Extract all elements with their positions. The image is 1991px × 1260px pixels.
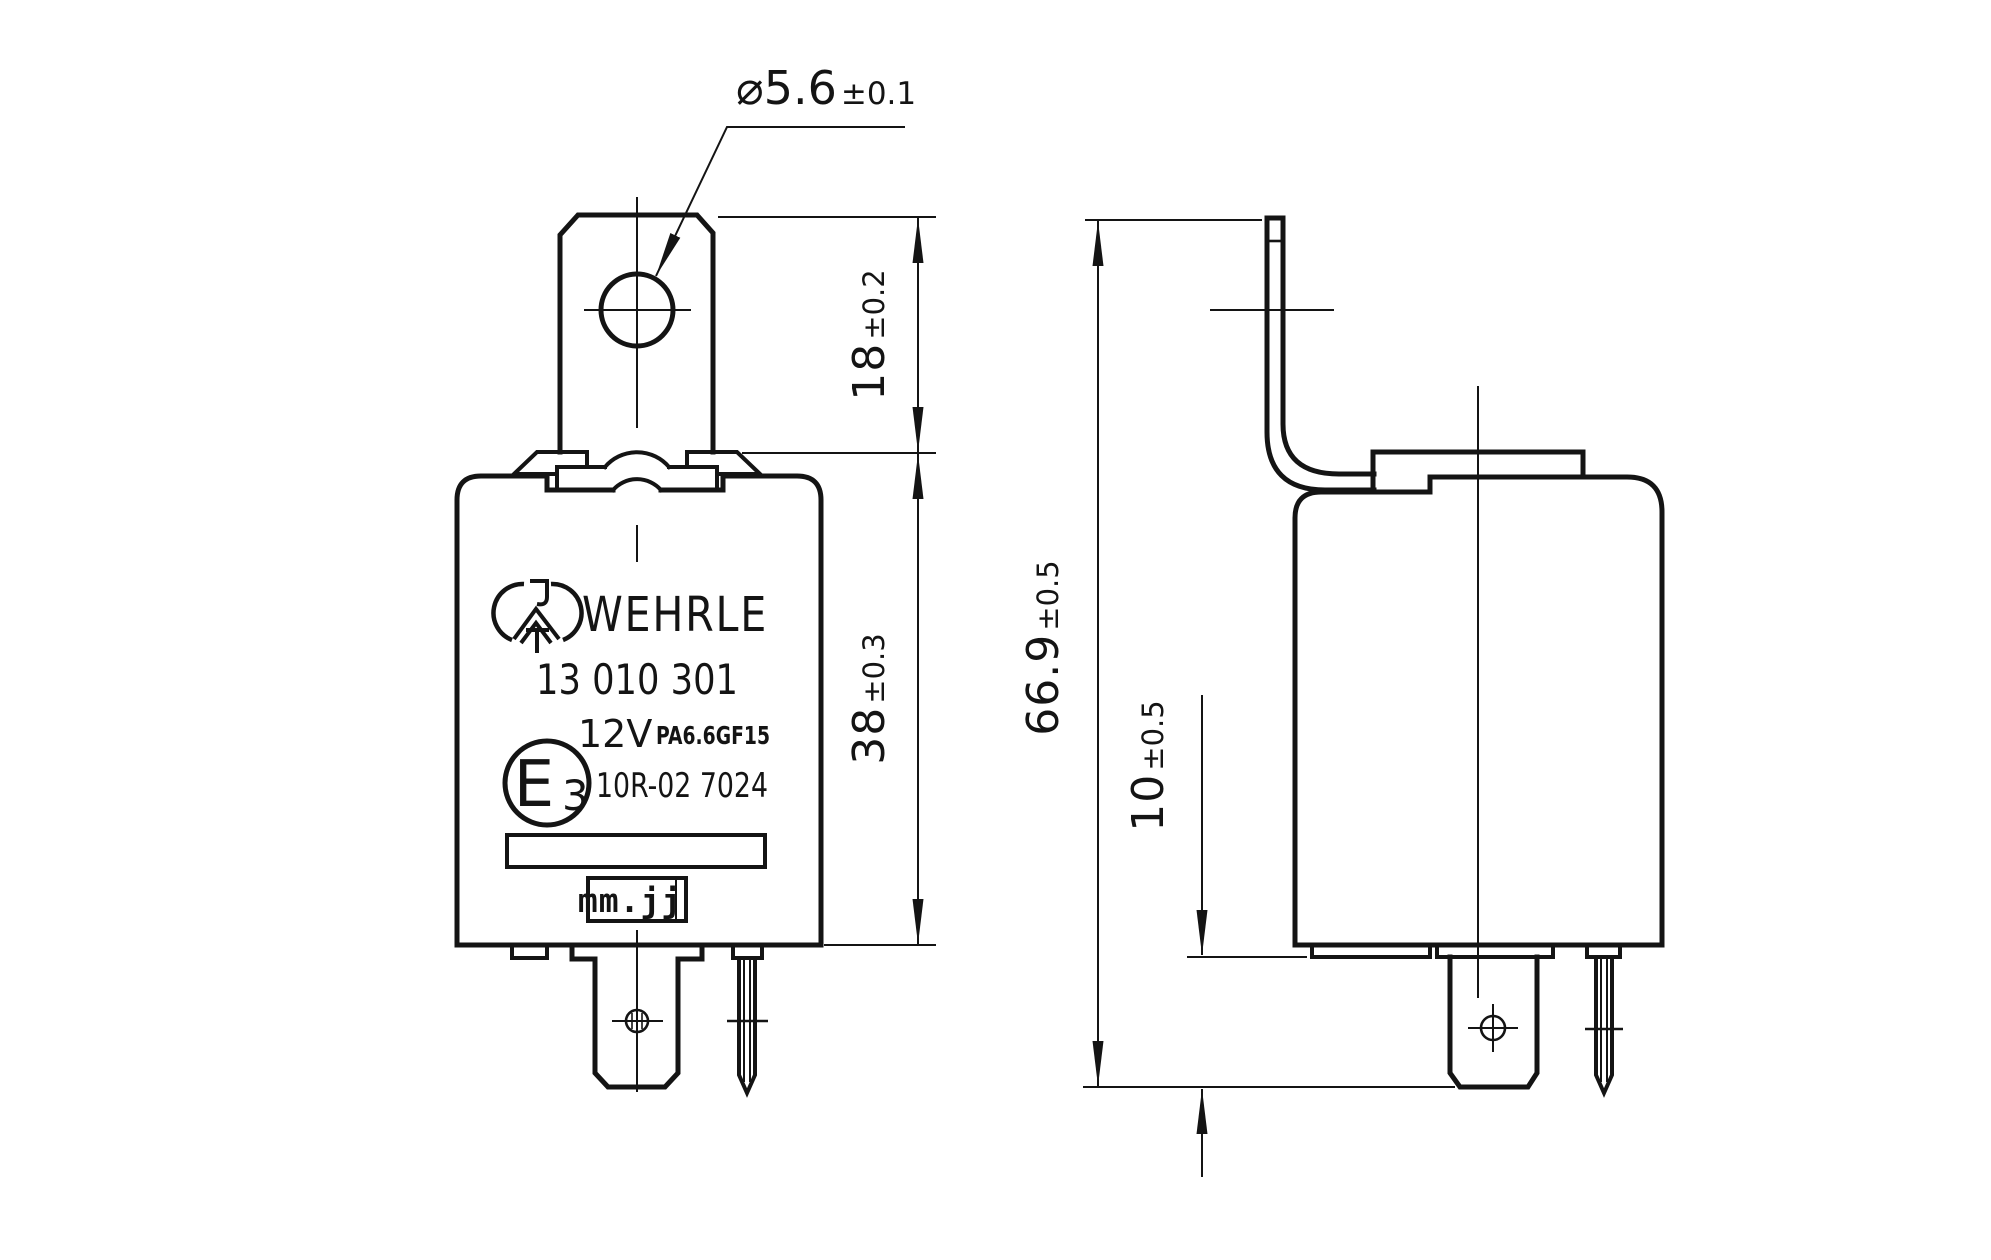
terminal-hole-side [1468, 1004, 1518, 1052]
dim-body-height: 38±0.3 [844, 633, 895, 764]
pin-step-side [1585, 943, 1622, 959]
voltage-text: 12V [578, 712, 652, 756]
dim-tab-height: 18±0.2 [844, 269, 895, 400]
clip-dome-outer [602, 450, 672, 470]
material-text: PA6.6GF15 [656, 721, 770, 750]
dim-hole-diameter: ⌀5.6±0.1 [736, 61, 916, 115]
pin-terminal-side [1585, 955, 1623, 1098]
body-foot-notch [510, 943, 549, 960]
pin-step-front [731, 943, 764, 960]
brand-logo-icon [491, 579, 584, 653]
side-view: 66.9±0.5 10±0.5 [1018, 215, 1665, 1177]
leader-line [655, 126, 905, 277]
date-stamp-text: mm.jj [578, 881, 682, 920]
blade-terminal-side [1447, 954, 1540, 1090]
date-stamp-box [586, 876, 688, 923]
dim-total-height: 66.9±0.5 [1018, 560, 1069, 735]
bracket-side [1264, 215, 1377, 493]
brand-text: WEHRLE [582, 587, 768, 643]
e-mark-number: 3 [562, 771, 589, 820]
body-foot-step-right [1435, 943, 1555, 959]
front-view: WEHRLE 13 010 301 12V PA6.6GF15 E 3 10R-… [454, 61, 936, 1098]
dim-terminal-length: 10±0.5 [1123, 700, 1174, 831]
terminal-hole [612, 1008, 663, 1034]
pin-terminal-front [727, 956, 768, 1098]
spring-clip [509, 450, 765, 493]
clip-dome-inner [610, 477, 664, 493]
e-mark-circle [502, 738, 592, 828]
relay-body-side [1292, 474, 1665, 948]
body-foot-step-left [1310, 943, 1432, 959]
approval-code-text: 10R-02 7024 [596, 766, 768, 806]
relay-body-front [454, 473, 824, 948]
part-number-text: 13 010 301 [536, 655, 738, 704]
label-field [505, 833, 767, 869]
e-mark-letter: E [514, 748, 554, 822]
